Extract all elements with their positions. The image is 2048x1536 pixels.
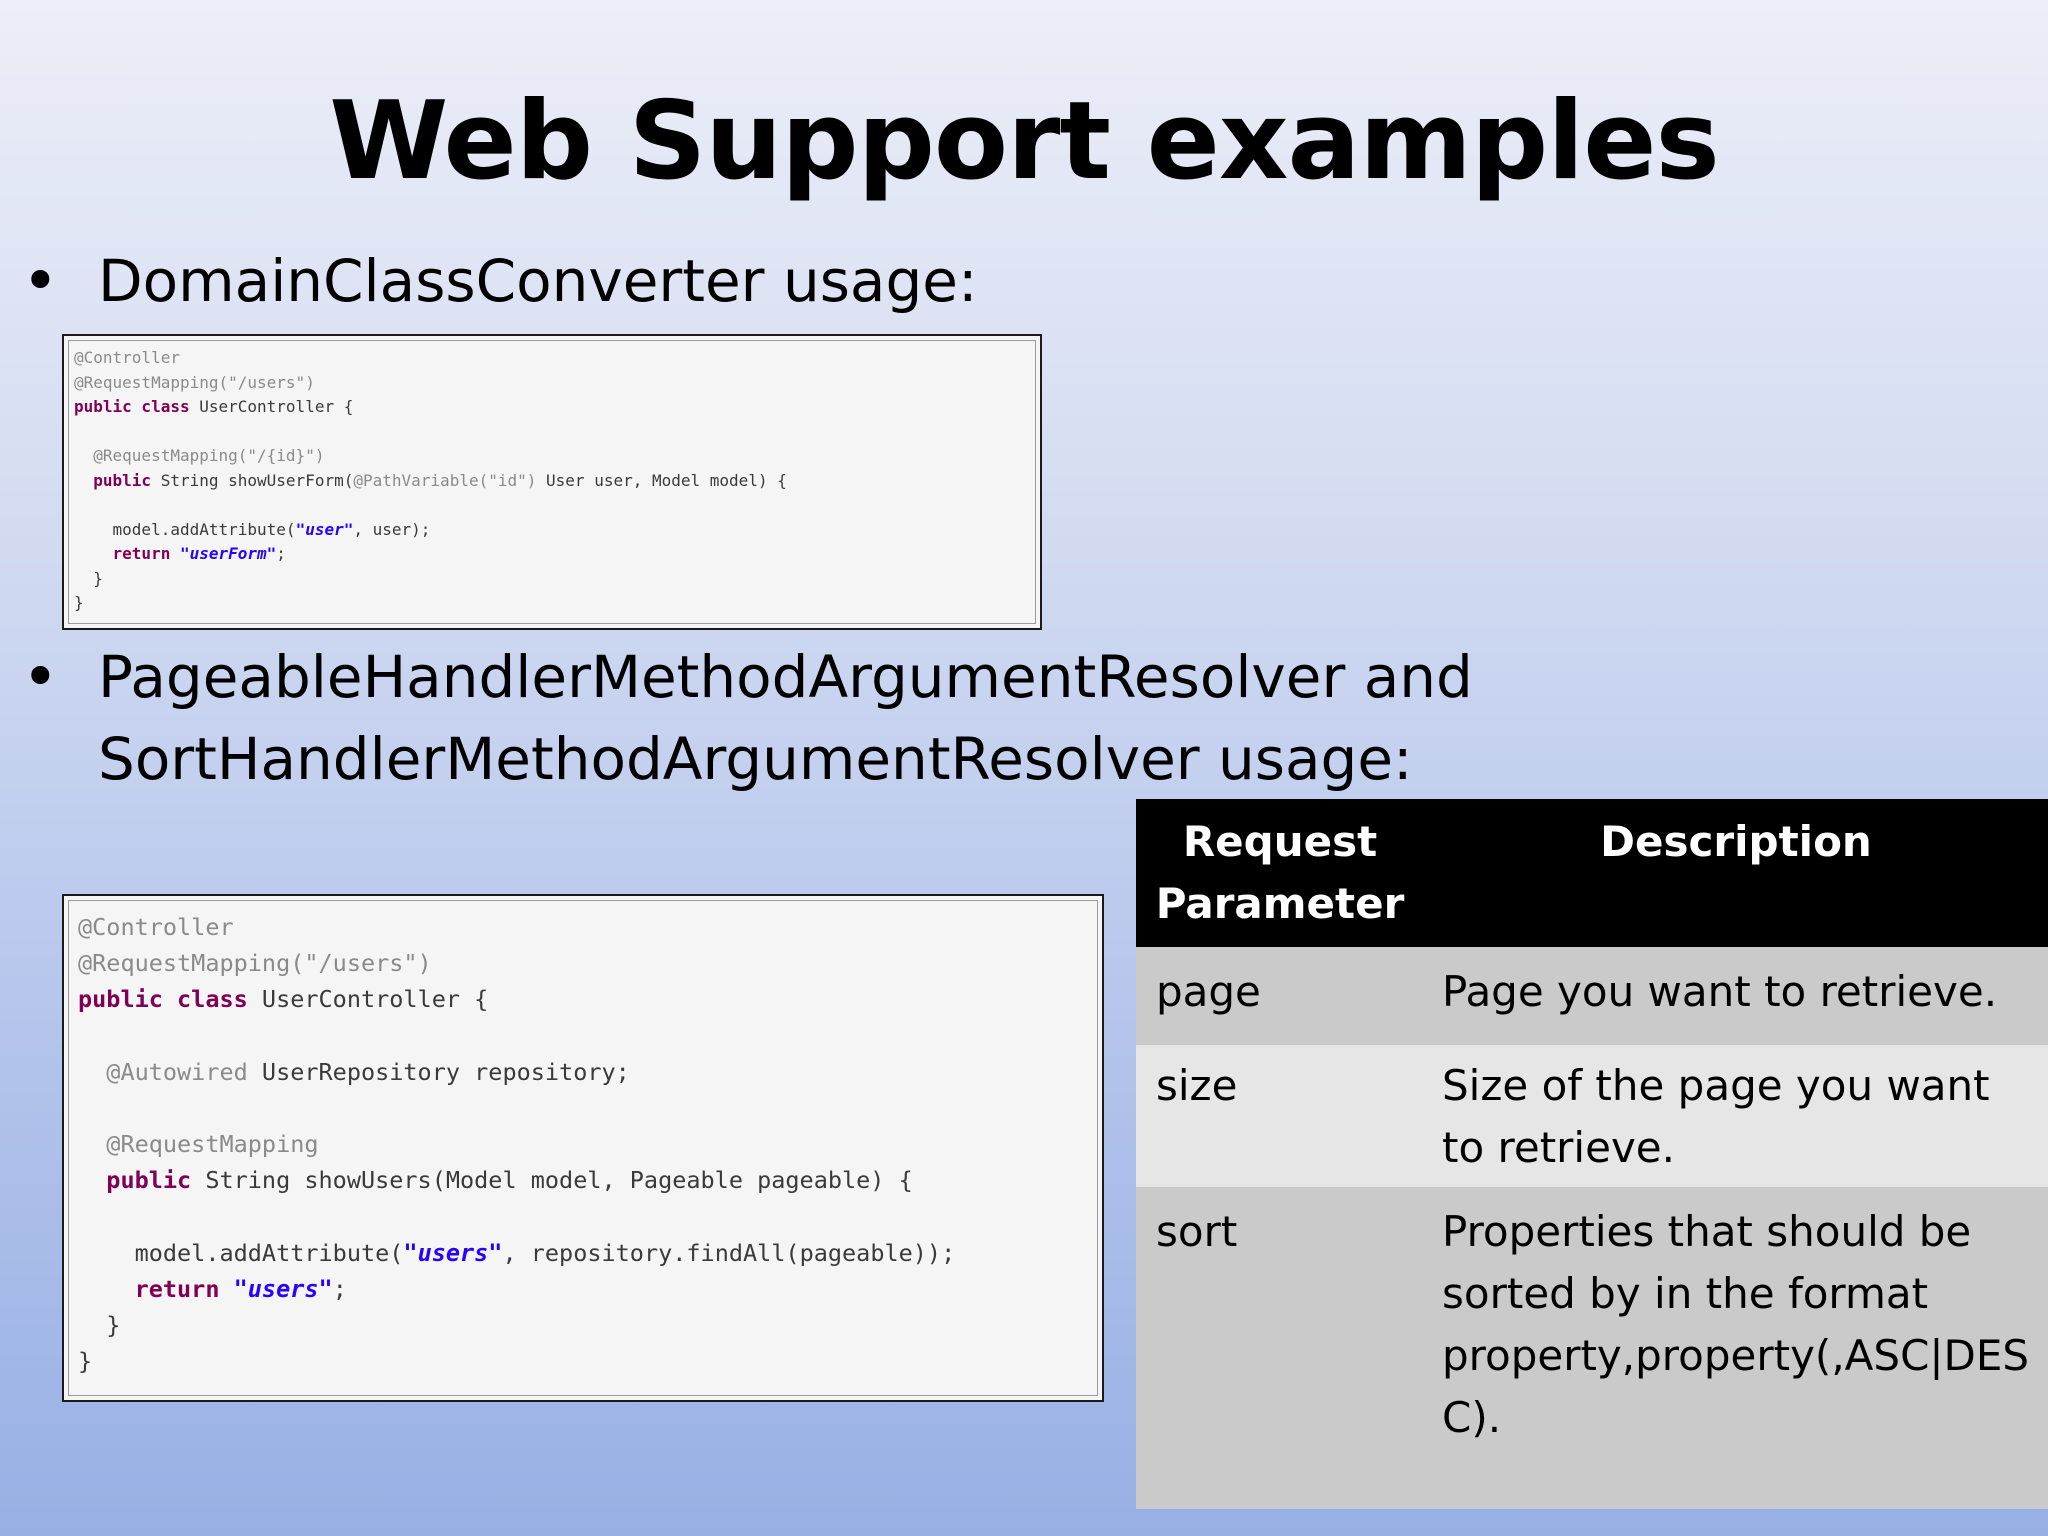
code-annotation: @RequestMapping <box>106 1130 319 1159</box>
code-string: "users" <box>233 1275 333 1304</box>
code-text: ; <box>332 1275 347 1304</box>
code-keyword: public <box>106 1166 192 1195</box>
param-name: size <box>1136 1045 1424 1187</box>
param-description: Size of the page you want to retrieve. <box>1424 1045 2048 1187</box>
code-text: , user); <box>353 519 431 539</box>
code-line: @RequestMapping("/users") <box>78 949 432 978</box>
code-text: UserController { <box>189 397 354 416</box>
code-brace: } <box>93 568 103 588</box>
param-description: Properties that should be sorted by in t… <box>1424 1187 2048 1509</box>
code-keyword: return <box>134 1275 220 1304</box>
code-text: model.addAttribute( <box>112 519 296 539</box>
bullet-pageable-resolver-line2: SortHandlerMethodArgumentResolver usage: <box>98 725 1413 793</box>
code-brace: } <box>74 593 84 612</box>
code-text: UserRepository repository; <box>247 1057 630 1086</box>
code-brace: } <box>78 1347 93 1376</box>
header-request-parameter: Request Parameter <box>1136 799 1424 947</box>
code-snippet-domain-class-converter: @Controller @RequestMapping("/users") pu… <box>62 334 1042 630</box>
param-name: page <box>1136 947 1424 1045</box>
code-text: String showUsers(Model model, Pageable p… <box>191 1166 913 1195</box>
code-text: String showUserForm( <box>151 470 354 490</box>
table-row: size Size of the page you want to retrie… <box>1136 1045 2048 1187</box>
code-text: model.addAttribute( <box>134 1238 404 1267</box>
code-annotation: @PathVariable("id") <box>353 470 537 490</box>
code-line: @Controller <box>78 913 234 941</box>
code-line: @RequestMapping("/{id}") <box>93 446 325 465</box>
code-line: @RequestMapping("/users") <box>74 372 315 392</box>
code-brace: } <box>106 1311 121 1340</box>
code-text: UserController { <box>247 985 489 1014</box>
code-text: , repository.findAll(pageable)); <box>502 1238 956 1267</box>
bullet-pageable-resolver-line1: PageableHandlerMethodArgumentResolver an… <box>98 643 1473 711</box>
code-keyword: return <box>112 544 171 563</box>
request-parameter-table: Request Parameter Description page Page … <box>1136 799 2048 1509</box>
code-string: "users" <box>403 1238 503 1267</box>
code-string: "user" <box>295 519 354 539</box>
bullet-marker: • <box>22 640 59 713</box>
code-keyword: public class <box>78 985 248 1014</box>
bullet-domain-class-converter: DomainClassConverter usage: <box>98 247 978 315</box>
code-text: User user, Model model) { <box>536 470 787 490</box>
param-description: Page you want to retrieve. <box>1424 947 2048 1045</box>
code-line: @Controller <box>74 348 180 367</box>
code-annotation: @Autowired <box>106 1057 248 1086</box>
code-keyword: public <box>93 470 152 490</box>
code-text: ; <box>276 544 286 563</box>
slide-title: Web Support examples <box>329 79 1720 204</box>
code-snippet-pageable-resolver: @Controller @RequestMapping("/users") pu… <box>62 894 1104 1402</box>
table-row: sort Properties that should be sorted by… <box>1136 1187 2048 1509</box>
bullet-marker: • <box>22 244 59 317</box>
code-string: "userForm" <box>179 544 277 563</box>
table-row: page Page you want to retrieve. <box>1136 947 2048 1045</box>
param-name: sort <box>1136 1187 1424 1509</box>
header-description: Description <box>1424 799 2048 947</box>
code-keyword: public class <box>74 397 190 416</box>
table-header-row: Request Parameter Description <box>1136 799 2048 947</box>
